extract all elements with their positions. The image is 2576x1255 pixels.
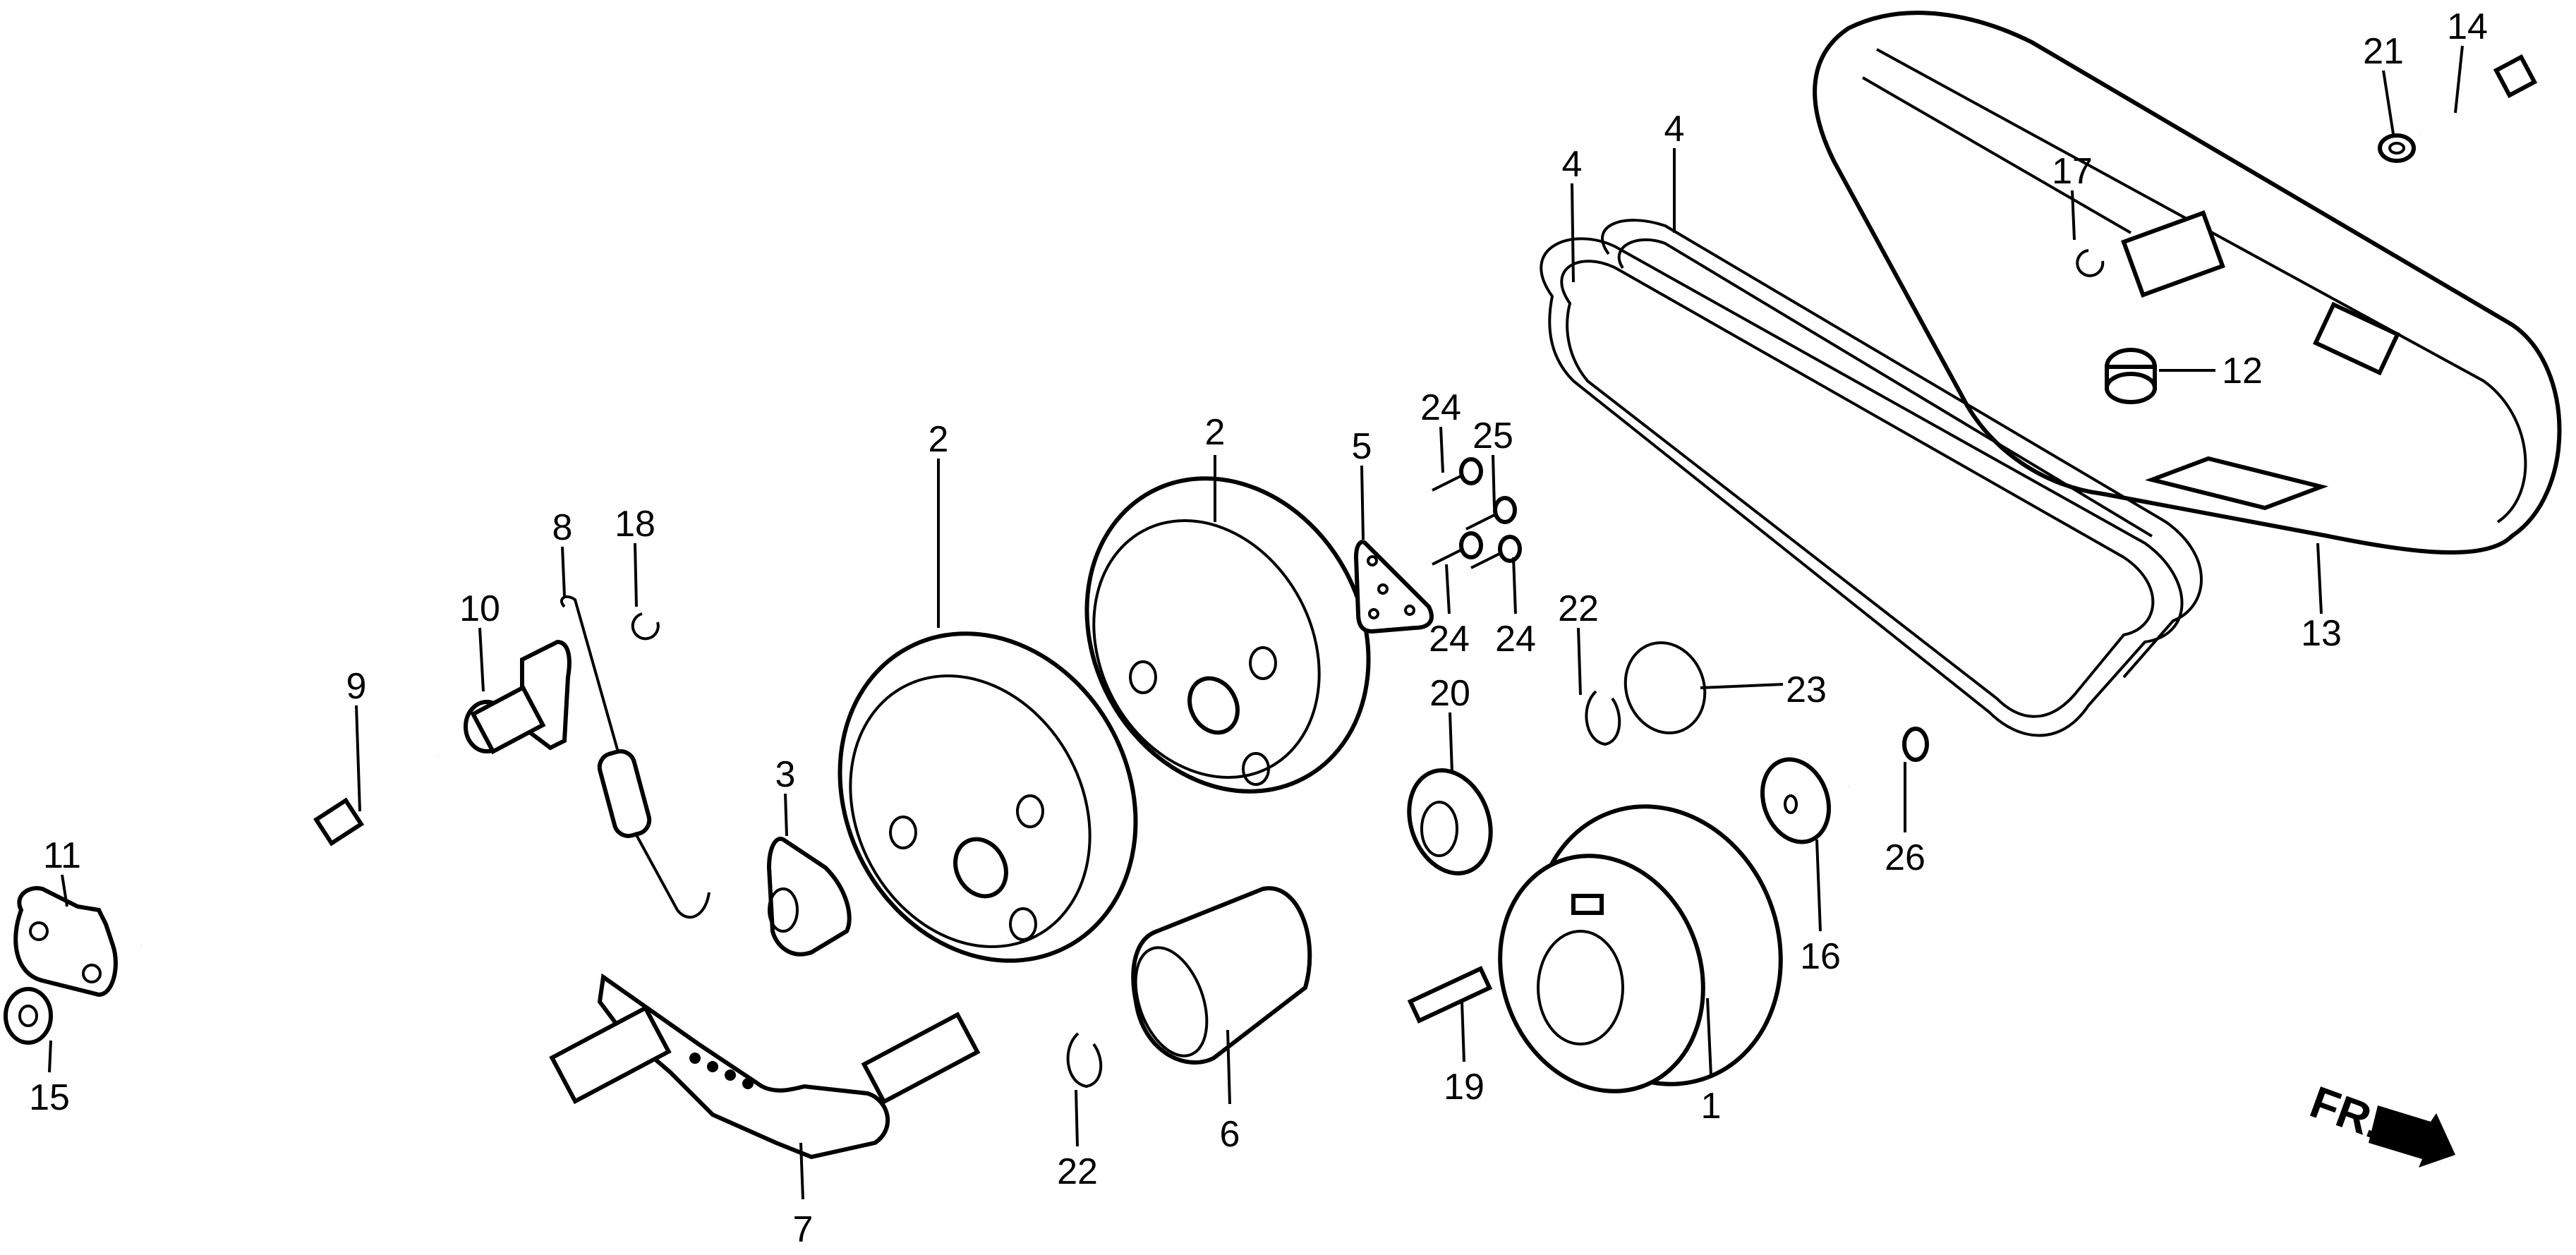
callout-24a[interactable]: 24: [1420, 387, 1461, 428]
belt-cover[interactable]: [1813, 11, 2562, 555]
callout-18[interactable]: 18: [615, 504, 655, 545]
callout-1[interactable]: 1: [1701, 1086, 1722, 1127]
front-direction-indicator: FR.: [2304, 1076, 2455, 1168]
e-clip-17[interactable]: [2076, 249, 2105, 277]
callout-8[interactable]: 8: [552, 507, 573, 548]
callout-20[interactable]: 20: [1429, 673, 1470, 714]
callout-23[interactable]: 23: [1786, 669, 1827, 710]
arrow-down-right-icon: [2369, 1105, 2455, 1168]
triangular-plate-5[interactable]: [1353, 540, 1434, 634]
circlip-22-upper[interactable]: [1585, 690, 1621, 746]
washer-21[interactable]: [2378, 133, 2416, 163]
callout-10[interactable]: 10: [459, 588, 500, 629]
callout-19[interactable]: 19: [1444, 1067, 1484, 1108]
callout-21[interactable]: 21: [2363, 31, 2404, 72]
callout-22a[interactable]: 22: [1558, 588, 1599, 629]
splined-flange-3[interactable]: [766, 837, 852, 957]
callout-6[interactable]: 6: [1220, 1114, 1240, 1155]
tension-spring-8[interactable]: [560, 595, 710, 919]
flange-nut-15[interactable]: [4, 987, 53, 1045]
adjusting-rod-9[interactable]: [139, 751, 440, 949]
driven-pulley-front[interactable]: [784, 581, 1192, 1013]
rod-holder-10[interactable]: [464, 639, 572, 755]
callout-12[interactable]: 12: [2222, 351, 2263, 392]
callout-17[interactable]: 17: [2052, 151, 2093, 192]
callout-16[interactable]: 16: [1800, 936, 1841, 977]
callout-4b[interactable]: 4: [1664, 109, 1685, 150]
key-19[interactable]: [1407, 966, 1493, 1024]
callout-2b[interactable]: 2: [1205, 412, 1226, 453]
callout-9[interactable]: 9: [346, 666, 367, 707]
callout-14[interactable]: 14: [2447, 6, 2488, 47]
driven-pulley-rear[interactable]: [1033, 429, 1422, 842]
callout-3[interactable]: 3: [775, 754, 796, 795]
callout-26[interactable]: 26: [1885, 837, 1925, 878]
bolt-26[interactable]: [1846, 727, 1929, 790]
snap-ring-23[interactable]: [1613, 631, 1717, 744]
bearing-20[interactable]: [1396, 759, 1505, 885]
callout-labels: 1 2 2 3 4 4 5 6 7 8 9 10 11 12 13 14 15 …: [29, 6, 2488, 1250]
callout-24b[interactable]: 24: [1429, 619, 1470, 660]
callout-7[interactable]: 7: [793, 1209, 814, 1250]
washer-16[interactable]: [1751, 750, 1840, 851]
e-clip-18[interactable]: [631, 612, 660, 641]
callout-5[interactable]: 5: [1352, 426, 1372, 467]
drive-pulley[interactable]: [1468, 772, 1819, 1120]
callout-11[interactable]: 11: [43, 835, 81, 876]
callout-15[interactable]: 15: [29, 1077, 70, 1118]
leader-lines: [48, 45, 2464, 1200]
circlip-22-lower[interactable]: [1066, 1032, 1103, 1089]
bolts-24-25[interactable]: [1432, 457, 1522, 569]
callout-2a[interactable]: 2: [929, 419, 949, 460]
callout-13[interactable]: 13: [2301, 613, 2342, 654]
rubber-plug[interactable]: [2105, 348, 2157, 404]
flange-bolt-14[interactable]: [2419, 54, 2538, 136]
callout-22b[interactable]: 22: [1057, 1151, 1098, 1192]
rod-plate-11[interactable]: [13, 886, 118, 998]
callout-25[interactable]: 25: [1473, 416, 1513, 456]
callout-4a[interactable]: 4: [1562, 144, 1583, 185]
tension-arm-7[interactable]: [549, 973, 981, 1160]
collar-6[interactable]: [1122, 886, 1312, 1065]
callout-24c[interactable]: 24: [1495, 619, 1536, 660]
